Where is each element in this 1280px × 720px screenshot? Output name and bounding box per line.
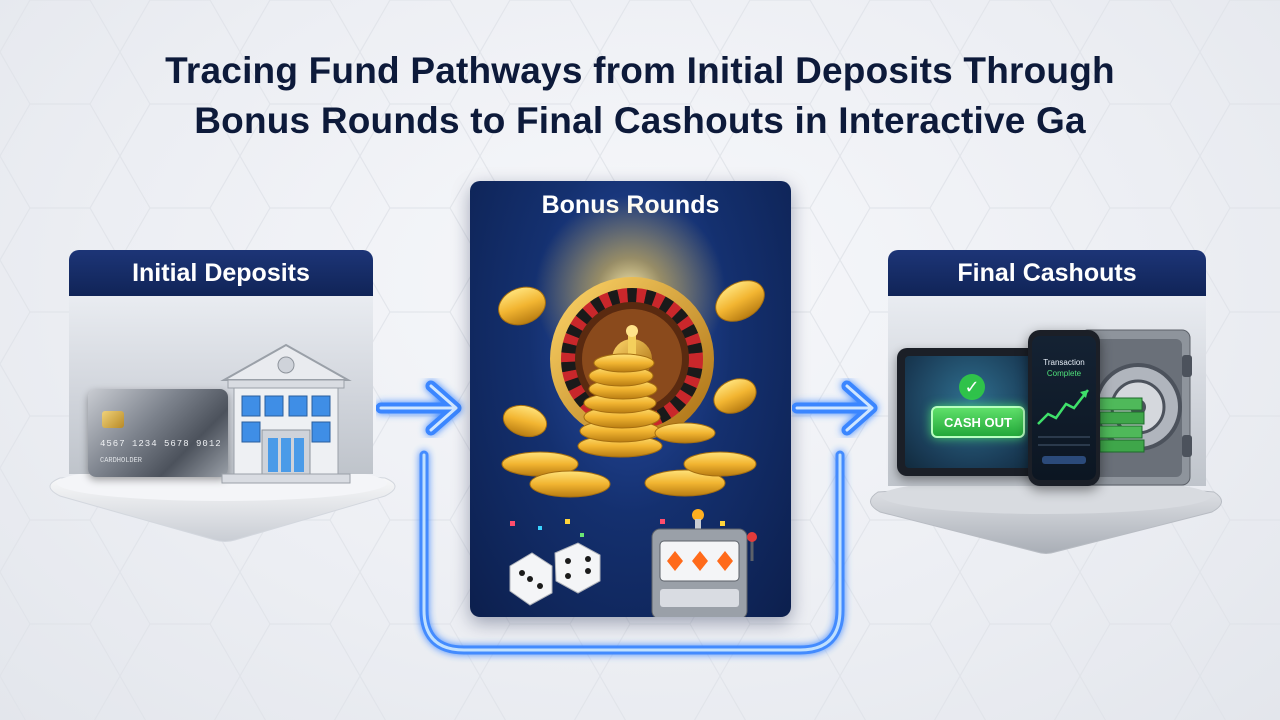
- arrow-right-icon: [792, 380, 878, 436]
- arrow-right-icon: [376, 380, 462, 436]
- credit-card-icon: 4567 1234 5678 9012 CARDHOLDER: [88, 389, 228, 477]
- initial-deposits-header: Initial Deposits: [69, 250, 373, 296]
- title-line-1: Tracing Fund Pathways from Initial Depos…: [165, 50, 1115, 91]
- final-cashouts-header: Final Cashouts: [888, 250, 1206, 296]
- smartphone-icon: Transaction Complete: [1028, 330, 1100, 486]
- cash-icon: [1097, 397, 1145, 453]
- cash-out-button: CASH OUT: [931, 406, 1025, 438]
- dice-icon: [509, 519, 601, 606]
- bonus-illustration: [498, 196, 765, 617]
- cash-out-label: CASH OUT: [944, 414, 1012, 430]
- slot-machine-icon: [651, 509, 757, 617]
- card-name: CARDHOLDER: [100, 457, 143, 465]
- final-cashouts-label: Final Cashouts: [957, 258, 1137, 287]
- card-number: 4567 1234 5678 9012: [100, 439, 222, 449]
- phone-line-2: Complete: [1046, 369, 1082, 378]
- growth-chart-icon: [1037, 389, 1089, 425]
- final-platform: [870, 478, 1222, 554]
- title-line-2: Bonus Rounds to Final Cashouts in Intera…: [194, 100, 1086, 141]
- phone-line-1: Transaction: [1043, 358, 1085, 367]
- page-title: Tracing Fund Pathways from Initial Depos…: [40, 46, 1240, 146]
- gold-coins-icon: [498, 280, 765, 498]
- phone-screen: Transaction Complete: [1032, 336, 1096, 480]
- check-icon: ✓: [959, 374, 985, 400]
- card-chip: [102, 411, 124, 428]
- tablet-icon: ✓ CASH OUT: [897, 348, 1045, 476]
- initial-deposits-label: Initial Deposits: [132, 258, 310, 287]
- bank-building-icon: [220, 343, 352, 484]
